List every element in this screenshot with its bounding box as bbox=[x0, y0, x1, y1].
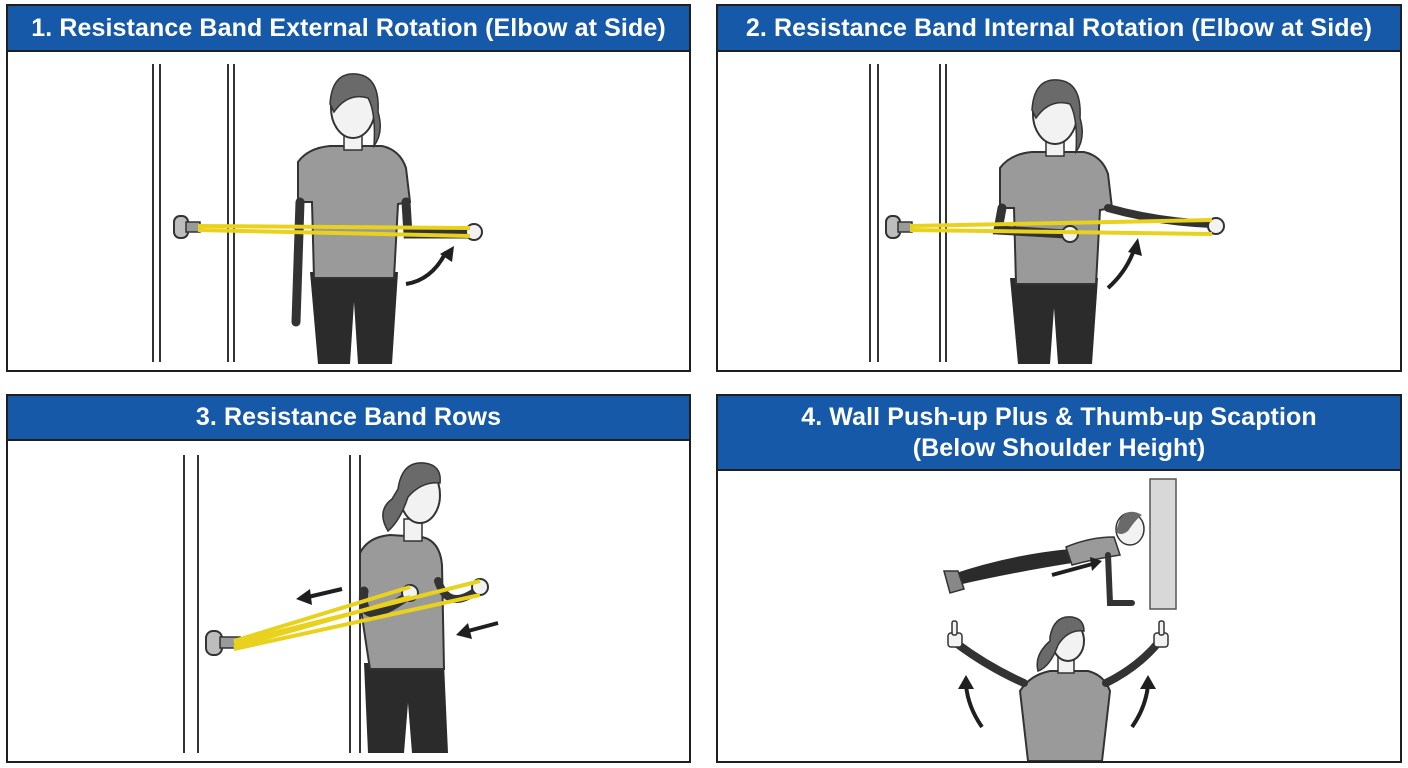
door-anchor-icon bbox=[885, 215, 913, 239]
internal-rotation-illustration bbox=[718, 52, 1400, 370]
resistance-band bbox=[233, 579, 481, 651]
panel-4-title-bar: 4. Wall Push-up Plus & Thumb-up Scaption… bbox=[718, 396, 1400, 471]
panel-2-title-bar: 2. Resistance Band Internal Rotation (El… bbox=[718, 6, 1400, 52]
panel-4-title-line2: (Below Shoulder Height) bbox=[912, 433, 1206, 462]
exercise-panel-1: 1. Resistance Band External Rotation (El… bbox=[6, 4, 691, 372]
external-rotation-illustration bbox=[8, 52, 689, 370]
wall bbox=[1149, 478, 1177, 610]
pull-direction-arrow-icon bbox=[456, 621, 499, 639]
woman-figure-front bbox=[291, 73, 483, 364]
panel-2-title: 2. Resistance Band Internal Rotation (El… bbox=[745, 13, 1373, 42]
rows-illustration bbox=[8, 441, 689, 761]
door-frame bbox=[183, 455, 361, 753]
panel-4-title-line1: 4. Wall Push-up Plus & Thumb-up Scaption bbox=[801, 402, 1317, 431]
panel-1-title: 1. Resistance Band External Rotation (El… bbox=[31, 13, 666, 42]
pushup-scaption-illustration bbox=[718, 471, 1400, 761]
door-frame bbox=[152, 64, 235, 362]
door-anchor-icon bbox=[173, 215, 201, 239]
pull-direction-arrow-icon bbox=[296, 587, 343, 605]
rotation-arrow-icon bbox=[1106, 249, 1136, 290]
raise-arrow-icon bbox=[964, 684, 984, 729]
rotation-arrow-icon bbox=[405, 251, 448, 286]
raise-arrow-icon bbox=[1130, 684, 1150, 729]
panel-3-title: 3. Resistance Band Rows bbox=[195, 403, 502, 431]
panel-1-title-bar: 1. Resistance Band External Rotation (El… bbox=[8, 6, 689, 52]
door-frame bbox=[869, 64, 947, 362]
thumbs-up-icon bbox=[947, 620, 963, 648]
panel-3-title-bar: 3. Resistance Band Rows bbox=[8, 396, 689, 441]
exercise-panel-3: 3. Resistance Band Rows bbox=[6, 394, 691, 763]
resistance-band bbox=[197, 224, 471, 238]
scaption-figure bbox=[947, 616, 1169, 761]
pushup-figure bbox=[943, 511, 1145, 606]
exercise-panel-2: 2. Resistance Band Internal Rotation (El… bbox=[716, 4, 1402, 372]
thumbs-up-icon bbox=[1153, 620, 1169, 648]
resistance-band bbox=[909, 218, 1213, 236]
exercise-panel-4: 4. Wall Push-up Plus & Thumb-up Scaption… bbox=[716, 394, 1402, 763]
